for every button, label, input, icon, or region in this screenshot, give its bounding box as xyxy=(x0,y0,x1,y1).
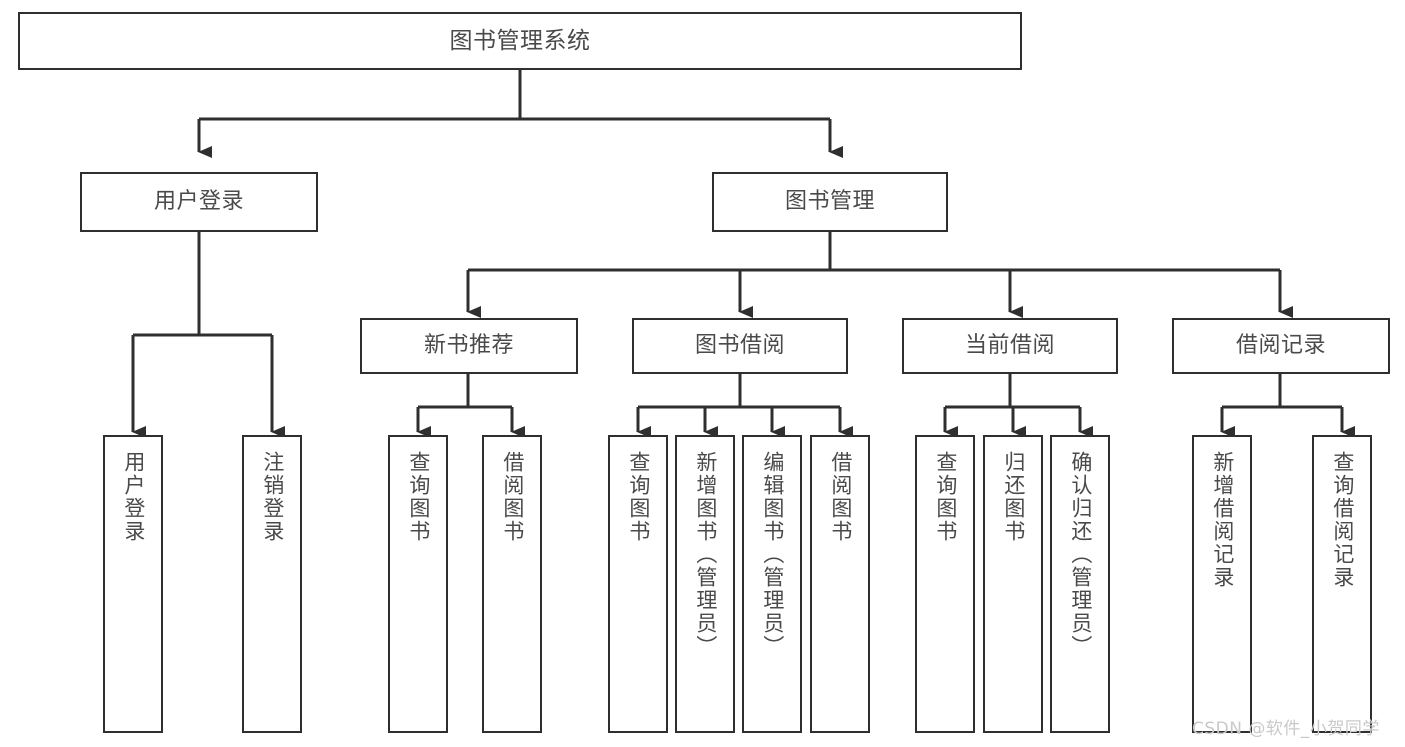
node-new-book-rec[interactable]: 新书推荐 xyxy=(360,318,578,374)
leaf-user-login-2-label: 注销登录 xyxy=(260,451,285,543)
leaf-book-borrow-3[interactable]: 编辑图书（管理员） xyxy=(742,435,802,733)
node-root-label: 图书管理系统 xyxy=(449,27,591,54)
leaf-book-borrow-4-label: 借阅图书 xyxy=(828,451,853,543)
leaf-current-borrow-3-label: 确认归还（管理员） xyxy=(1068,451,1093,658)
node-borrow-record[interactable]: 借阅记录 xyxy=(1172,318,1390,374)
leaf-book-borrow-1[interactable]: 查询图书 xyxy=(608,435,668,733)
node-root[interactable]: 图书管理系统 xyxy=(18,12,1022,70)
node-book-borrow[interactable]: 图书借阅 xyxy=(632,318,848,374)
node-new-book-rec-label: 新书推荐 xyxy=(423,333,514,359)
leaf-current-borrow-3[interactable]: 确认归还（管理员） xyxy=(1050,435,1110,733)
leaf-new-book-rec-1-label: 查询图书 xyxy=(406,451,431,543)
leaf-current-borrow-2-label: 归还图书 xyxy=(1001,451,1026,543)
node-current-borrow-label: 当前借阅 xyxy=(964,333,1055,359)
leaf-borrow-record-1-label: 新增借阅记录 xyxy=(1210,451,1235,589)
node-book-manage-label: 图书管理 xyxy=(784,189,875,215)
node-book-borrow-label: 图书借阅 xyxy=(694,333,785,359)
leaf-current-borrow-1[interactable]: 查询图书 xyxy=(915,435,975,733)
watermark-text: CSDN @软件_小贺同学 xyxy=(1192,719,1380,739)
leaf-new-book-rec-2[interactable]: 借阅图书 xyxy=(482,435,542,733)
node-user-login[interactable]: 用户登录 xyxy=(80,172,318,232)
leaf-book-borrow-1-label: 查询图书 xyxy=(626,451,651,543)
leaf-borrow-record-2[interactable]: 查询借阅记录 xyxy=(1312,435,1372,733)
leaf-user-login-1-label: 用户登录 xyxy=(121,451,146,543)
leaf-book-borrow-2-label: 新增图书（管理员） xyxy=(693,451,718,658)
leaf-new-book-rec-1[interactable]: 查询图书 xyxy=(388,435,448,733)
node-current-borrow[interactable]: 当前借阅 xyxy=(902,318,1118,374)
leaf-new-book-rec-2-label: 借阅图书 xyxy=(500,451,525,543)
leaf-current-borrow-1-label: 查询图书 xyxy=(933,451,958,543)
leaf-user-login-2[interactable]: 注销登录 xyxy=(242,435,302,733)
leaf-book-borrow-3-label: 编辑图书（管理员） xyxy=(760,451,785,658)
leaf-current-borrow-2[interactable]: 归还图书 xyxy=(983,435,1043,733)
node-borrow-record-label: 借阅记录 xyxy=(1235,333,1326,359)
leaf-borrow-record-2-label: 查询借阅记录 xyxy=(1330,451,1355,589)
node-book-manage[interactable]: 图书管理 xyxy=(712,172,948,232)
leaf-user-login-1[interactable]: 用户登录 xyxy=(103,435,163,733)
leaf-book-borrow-4[interactable]: 借阅图书 xyxy=(810,435,870,733)
node-user-login-label: 用户登录 xyxy=(153,189,244,215)
leaf-book-borrow-2[interactable]: 新增图书（管理员） xyxy=(675,435,735,733)
leaf-borrow-record-1[interactable]: 新增借阅记录 xyxy=(1192,435,1252,733)
